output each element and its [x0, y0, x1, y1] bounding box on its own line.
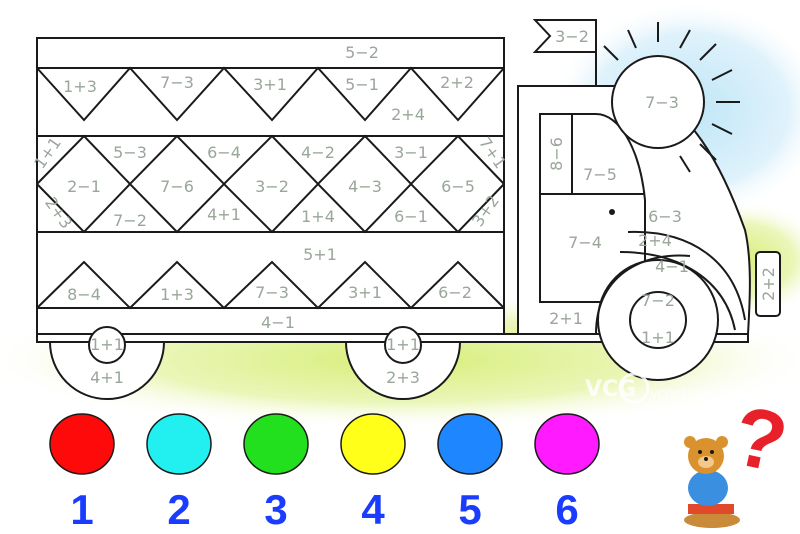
eq-cab-door: 7−4: [568, 233, 602, 252]
eq-cab-pillar: 8−6: [547, 137, 566, 171]
eq-wheel-rim: 4+1: [90, 368, 124, 387]
eq-cab-window: 7−5: [583, 165, 617, 184]
eq-flag: 3−2: [555, 27, 589, 46]
color-number-4: 4: [361, 486, 385, 533]
eq-diamond: 6−4: [207, 143, 241, 162]
question-mark: ?: [725, 388, 795, 491]
color-number-2: 2: [167, 486, 190, 533]
wheel-middle: [344, 326, 462, 400]
eq-bumper: 2+2: [759, 267, 778, 301]
color-swatch-2[interactable]: [146, 413, 212, 475]
sun-icon: [603, 22, 740, 173]
color-swatch-4[interactable]: [340, 413, 406, 475]
color-swatch-6[interactable]: [534, 413, 600, 475]
bumper: [755, 251, 781, 317]
eq-diamond: 7−6: [160, 177, 194, 196]
wheel-rear: [48, 326, 166, 400]
bear-icon: [684, 436, 740, 528]
eq-bottom-tri: 7−3: [255, 283, 289, 302]
eq-wheel-rim: 2+3: [386, 368, 420, 387]
eq-mid-extra: 2+4: [391, 105, 425, 124]
eq-top-tri: 3+1: [253, 75, 287, 94]
eq-diamond: 5−3: [113, 143, 147, 162]
eq-diamond: 1+4: [301, 207, 335, 226]
color-number-5: 5: [458, 486, 481, 533]
color-swatch-3[interactable]: [243, 413, 309, 475]
watermark: VCG VCG211385359671: [585, 372, 758, 404]
eq-cab-right: 6−3: [648, 207, 682, 226]
eq-diamond: 6−5: [441, 177, 475, 196]
eq-diamond: 4−3: [348, 177, 382, 196]
watermark-text: VCG211385359671: [650, 388, 758, 401]
eq-diamond: 4+1: [207, 205, 241, 224]
color-legend: 1 2 3 4 5 6: [49, 413, 600, 533]
color-number-6: 6: [555, 486, 578, 533]
eq-diamond: 3−1: [394, 143, 428, 162]
eq-cab-right: 2+4: [638, 231, 672, 250]
eq-roof: 5−2: [345, 43, 379, 62]
color-swatch-1[interactable]: [49, 413, 115, 475]
eq-diamond: 3−2: [255, 177, 289, 196]
eq-cab-right: 4−1: [655, 257, 689, 276]
color-number-1: 1: [70, 486, 93, 533]
eq-diamond: 6−1: [394, 207, 428, 226]
eq-bottom-tri: 6−2: [438, 283, 472, 302]
wheel-front: [595, 254, 719, 381]
eq-top-tri: 2+2: [440, 73, 474, 92]
eq-diamond: 4−2: [301, 143, 335, 162]
eq-bed-bottom: 4−1: [261, 313, 295, 332]
eq-top-tri: 5−1: [345, 75, 379, 94]
equation-labels: 5−2 1+3 7−3 3+1 5−1 2+2 2+4 5−3 6−4 4−2 …: [30, 27, 778, 387]
eq-wheel-hub: 1+1: [641, 328, 675, 347]
eq-cab-bottom: 2+1: [549, 309, 583, 328]
eq-top-tri: 7−3: [160, 73, 194, 92]
eq-wheel-hub: 1+1: [386, 335, 420, 354]
door-handle: [609, 209, 615, 215]
eq-bottom-tri: 3+1: [348, 283, 382, 302]
eq-bottom-tri: 8−4: [67, 285, 101, 304]
eq-top-tri: 1+3: [63, 77, 97, 96]
eq-bottom-tri: 1+3: [160, 285, 194, 304]
truck-bed: [36, 37, 505, 335]
watermark-logo: VCG: [585, 377, 636, 402]
eq-diamond: 2−1: [67, 177, 101, 196]
eq-diamond: 7−2: [113, 211, 147, 230]
eq-cab-right: 7−2: [641, 291, 675, 310]
eq-sun: 7−3: [645, 93, 679, 112]
color-number-3: 3: [264, 486, 287, 533]
color-swatch-5[interactable]: [437, 413, 503, 475]
eq-wheel-hub: 1+1: [90, 335, 124, 354]
eq-band: 5+1: [303, 245, 337, 264]
flag: [532, 19, 597, 86]
